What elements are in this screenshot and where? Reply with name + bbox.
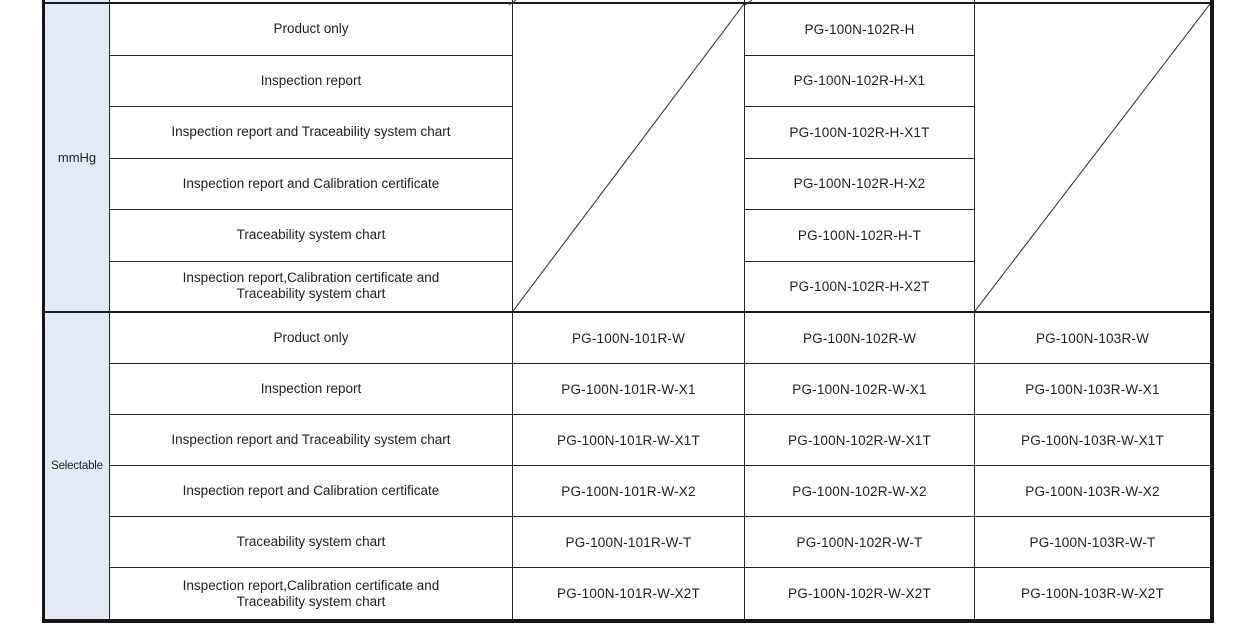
model-number-cell: PG-100N-102R-H xyxy=(745,4,975,56)
option-cell: Inspection report and Traceability syste… xyxy=(110,415,513,466)
na-diagonal-icon xyxy=(513,4,744,311)
model-number-cell: PG-100N-102R-W-T xyxy=(745,517,975,568)
option-cell: Product only xyxy=(110,4,513,56)
model-number-cell: PG-100N-102R-W xyxy=(745,313,975,364)
model-number-cell: PG-100N-103R-W-X1T xyxy=(975,415,1210,466)
model-number-cell: PG-100N-103R-W-X1 xyxy=(975,364,1210,415)
partial-unit-cell xyxy=(45,0,110,4)
na-cell-103 xyxy=(975,4,1210,313)
unit-label: mmHg xyxy=(57,150,97,165)
na-diagonal-icon xyxy=(975,4,1210,311)
model-number-cell: PG-100N-101R-W-X1T xyxy=(513,415,745,466)
partial-cell xyxy=(745,0,975,4)
model-number-cell: PG-100N-102R-H-T xyxy=(745,210,975,262)
unit-label: Selectable xyxy=(51,460,103,472)
model-number-cell: PG-100N-102R-H-X1 xyxy=(745,55,975,107)
model-number-cell: PG-100N-103R-W-X2T xyxy=(1021,586,1164,601)
model-number-cell: PG-100N-103R-W xyxy=(975,313,1210,364)
model-number-cell: PG-100N-101R-W xyxy=(513,313,745,364)
model-number-cell: PG-100N-101R-W-X2T xyxy=(513,568,745,619)
option-cell: Inspection report and Calibration certif… xyxy=(110,466,513,517)
model-number-cell: PG-100N-102R-H-X2 xyxy=(745,158,975,210)
option-cell: Inspection report xyxy=(110,55,513,107)
model-number-cell: PG-100N-101R-W-X1 xyxy=(513,364,745,415)
model-number-cell: PG-100N-102R-W-X2T xyxy=(745,568,975,619)
option-cell: Inspection report,Calibration certificat… xyxy=(110,261,513,313)
option-cell: Traceability system chart xyxy=(110,517,513,568)
unit-cell-selectable: Selectable xyxy=(45,313,110,619)
model-number-cell: PG-100N-102R-H-X2T xyxy=(745,261,975,313)
partial-cell xyxy=(975,0,1210,4)
option-cell: Inspection report and Calibration certif… xyxy=(110,158,513,210)
option-cell: Inspection report,Calibration certificat… xyxy=(110,568,513,619)
model-number-cell: PG-100N-102R-W-X1 xyxy=(745,364,975,415)
model-selection-table: mmHg Product only Inspection report Insp… xyxy=(42,0,1214,623)
option-cell: Inspection report xyxy=(110,364,513,415)
model-number-cell: PG-100N-102R-H-X1T xyxy=(745,107,975,159)
model-number-cell: PG-100N-103R-W-T xyxy=(975,517,1210,568)
model-number-cell: PG-100N-102R-W-X1T xyxy=(745,415,975,466)
model-number-cell: PG-100N-103R-W-X2 xyxy=(975,466,1210,517)
option-cell: Inspection report and Traceability syste… xyxy=(110,107,513,159)
model-number-cell: PG-100N-101R-W-T xyxy=(513,517,745,568)
partial-cell xyxy=(513,0,745,4)
model-number-cell: PG-100N-101R-W-X2 xyxy=(513,466,745,517)
model-number-cell: PG-100N-102R-W-X2 xyxy=(745,466,975,517)
unit-cell-mmhg: mmHg xyxy=(45,4,110,313)
option-cell: Traceability system chart xyxy=(110,210,513,262)
na-cell-101 xyxy=(513,4,745,313)
option-cell: Product only xyxy=(110,313,513,364)
